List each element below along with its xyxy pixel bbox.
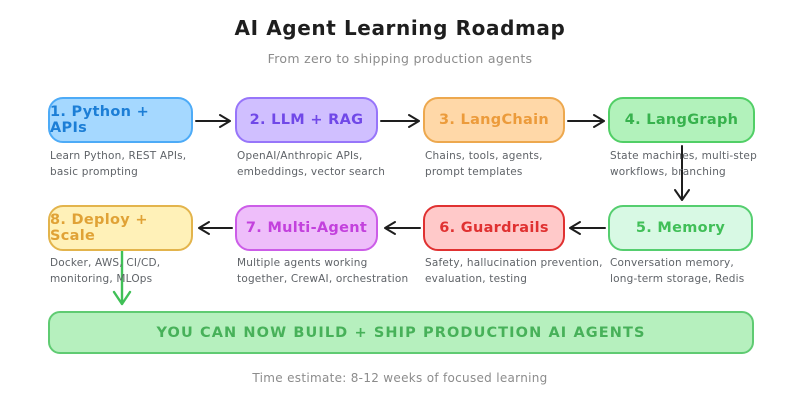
arrow-step6-to-step7-icon — [384, 221, 421, 235]
step-label: 3. LangChain — [438, 112, 549, 128]
step-5-memory-box: 5. Memory — [608, 205, 753, 251]
step-label: 2. LLM + RAG — [249, 112, 364, 128]
step-1-description: Learn Python, REST APIs, basic prompting — [50, 150, 187, 178]
step-label: 6. Guardrails — [439, 220, 549, 236]
time-estimate-note: Time estimate: 8-12 weeks of focused lea… — [252, 371, 548, 385]
step-7-description: Multiple agents working together, CrewAI… — [237, 257, 409, 285]
arrow-step3-to-step4-icon — [567, 114, 605, 128]
arrow-step5-to-step6-icon — [569, 221, 606, 235]
step-4-description: State machines, multi-step workflows, br… — [610, 150, 757, 178]
page-title: AI Agent Learning Roadmap — [234, 16, 566, 40]
step-3-description: Chains, tools, agents, prompt templates — [425, 150, 543, 178]
arrow-step7-to-step8-icon — [198, 221, 233, 235]
step-8-deploy-scale-box: 8. Deploy + Scale — [48, 205, 193, 251]
arrow-step1-to-step2-icon — [195, 114, 231, 128]
step-label: 1. Python + APIs — [50, 104, 150, 136]
arrow-step2-to-step3-icon — [380, 114, 420, 128]
step-label: 8. Deploy + Scale — [50, 212, 148, 244]
success-banner-label: YOU CAN NOW BUILD + SHIP PRODUCTION AI A… — [156, 324, 646, 341]
step-label: 5. Memory — [635, 220, 726, 236]
step-2-description: OpenAI/Anthropic APIs, embeddings, vecto… — [237, 150, 386, 178]
step-7-multi-agent-box: 7. Multi-Agent — [235, 205, 378, 251]
step-2-llm-rag-box: 2. LLM + RAG — [235, 97, 378, 143]
page-subtitle: From zero to shipping production agents — [267, 51, 533, 66]
step-6-guardrails-box: 6. Guardrails — [423, 205, 565, 251]
step-4-langgraph-box: 4. LangGraph — [608, 97, 755, 143]
step-8-description: Docker, AWS, CI/CD, monitoring, MLOps — [50, 257, 161, 285]
step-label: 7. Multi-Agent — [245, 220, 368, 236]
step-5-description: Conversation memory, long-term storage, … — [610, 257, 745, 285]
step-3-langchain-box: 3. LangChain — [423, 97, 565, 143]
success-banner: YOU CAN NOW BUILD + SHIP PRODUCTION AI A… — [48, 311, 754, 354]
step-label: 4. LangGraph — [624, 112, 739, 128]
step-6-description: Safety, hallucination prevention, evalua… — [425, 257, 603, 285]
step-1-python-apis-box: 1. Python + APIs — [48, 97, 193, 143]
